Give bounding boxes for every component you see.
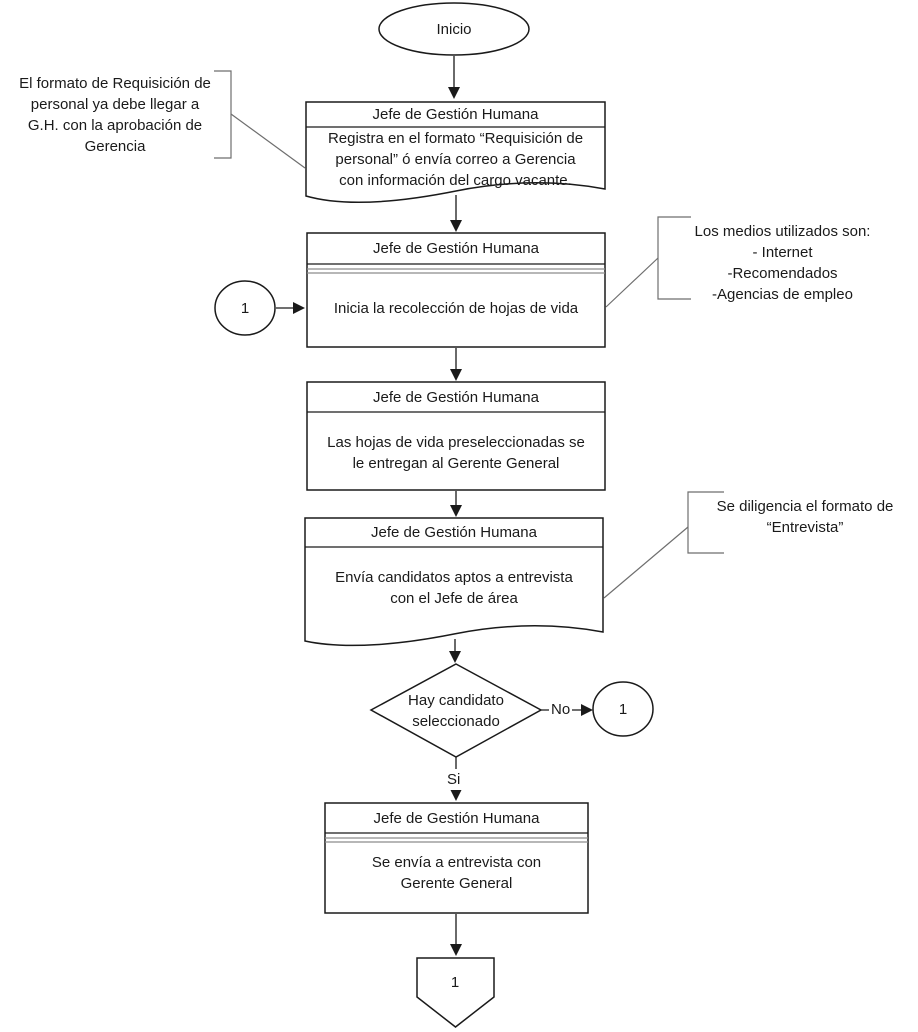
connector-1-left-label: 1 [240,300,250,317]
note-media-line: - Internet [752,244,813,261]
decision-label-line: seleccionado [412,713,500,730]
note-left-line: El formato de Requisición de [19,75,211,92]
flow-arrow-box3-doc4 [450,491,462,517]
note-media-line: -Recomendados [727,265,838,282]
decision-candidato-shape [369,663,543,758]
connector-1-no-label: 1 [618,701,628,718]
decision-no-label: No [549,699,573,720]
box5-body-line: Se envía a entrevista con [371,854,542,871]
flow-arrow-doc4-decision [449,639,461,663]
flow-arrow-box5-offpage [450,914,462,956]
note-interview-line: “Entrevista” [766,519,844,536]
process-recoleccion-shape [306,232,606,348]
document-entrevista-jefe-shape [304,517,604,647]
box5-header-label: Jefe de Gestión Humana [373,810,540,827]
box2-body-line: Inicia la recolección de hojas de vida [333,300,579,317]
flow-arrow-box2-box3 [450,348,462,381]
decision-label-line: Hay candidato [408,692,504,709]
note-interview-line: Se diligencia el formato de [716,498,894,515]
connector-1-left-shape [214,280,276,336]
note-left-bracket [214,70,306,169]
doc4-body-line: con el Jefe de área [390,590,518,607]
doc1-header-label: Jefe de Gestión Humana [372,106,539,123]
box3-body-line: Las hojas de vida preseleccionadas se [327,434,585,451]
doc1-body-line: personal” ó envía correo a Gerencia [335,151,576,168]
start-label: Inicio [436,21,472,38]
note-left-line: G.H. con la aprobación de [27,117,203,134]
doc4-body-line: Envía candidatos aptos a entrevista [335,569,573,586]
box5-body-line: Gerente General [400,875,513,892]
box3-body-line: le entregan al Gerente General [352,455,560,472]
offpage-connector-shape [416,957,495,1028]
note-media-line: -Agencias de empleo [712,286,853,303]
connector-1-no-shape [592,681,654,737]
flow-arrow-doc1-box2 [450,195,462,232]
note-left-line: personal ya debe llegar a [30,96,200,113]
flow-arrow-connector1-box2 [276,302,305,314]
note-media-bracket [605,216,691,308]
note-interview-bracket [603,491,724,599]
offpage-connector-label: 1 [450,974,460,991]
start-terminator-shape [378,2,530,56]
doc4-header-label: Jefe de Gestión Humana [371,524,537,541]
document-requisicion-shape [305,101,606,204]
decision-si-label: Si [445,769,463,790]
doc1-body-line: con información del cargo vacante. [339,172,572,189]
note-media-line: Los medios utilizados son: [694,223,871,240]
process-preseleccion-shape [306,381,606,491]
flow-arrow-start-doc1 [448,56,460,99]
doc1-body-line: Registra en el formato “Requisición de [327,130,584,147]
note-left-line: Gerencia [84,138,146,155]
box3-header-label: Jefe de Gestión Humana [373,389,539,406]
process-entrevista-gerente-shape [324,802,589,914]
box2-header-label: Jefe de Gestión Humana [373,240,539,257]
